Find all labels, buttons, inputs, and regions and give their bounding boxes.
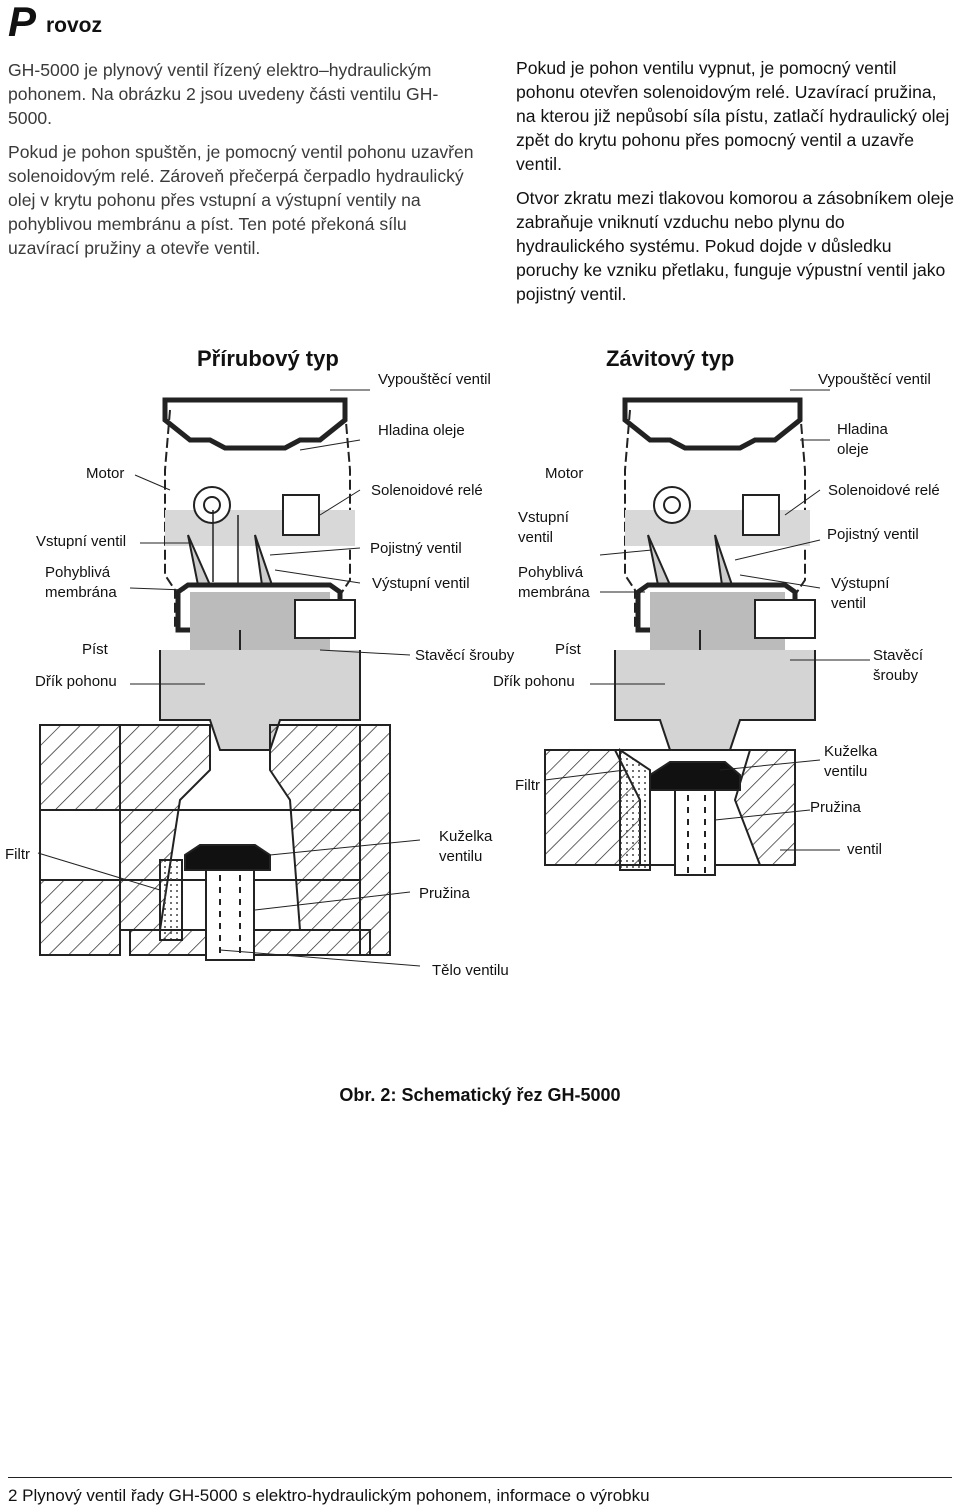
left-valve-body: [39, 724, 391, 961]
label-left-kuzelka: Kuželka ventilu: [439, 828, 493, 865]
figure-schematic: Přírubový typ Závitový typ Vypouštěcí ve…: [0, 330, 960, 1090]
label-left-solenoid: Solenoidové relé: [371, 482, 483, 499]
label-left-pojistny: Pojistný ventil: [370, 540, 462, 557]
left-column: GH-5000 je plynový ventil řízený elektro…: [8, 58, 478, 270]
label-left-vystupni: Výstupní ventil: [372, 575, 470, 592]
label-right-motor: Motor: [545, 465, 584, 482]
label-right-stavec: Stavěcí šrouby: [873, 647, 924, 684]
left-paragraph-1: GH-5000 je plynový ventil řízený elektro…: [8, 60, 439, 128]
label-left-filtr: Filtr: [5, 846, 30, 863]
right-paragraph-2: Otvor zkratu mezi tlakovou komorou a zás…: [516, 188, 955, 304]
label-right-ventil: ventil: [847, 841, 883, 858]
label-right-pohybliva: Pohyblivá membrána: [518, 564, 590, 601]
label-right-pruzina: Pružina: [810, 799, 861, 816]
label-left-pruzina: Pružina: [419, 885, 470, 902]
left-actuator: [159, 397, 361, 751]
right-column: Pokud je pohon ventilu vypnut, je pomocn…: [516, 56, 956, 316]
label-left-telo: Tělo ventilu: [432, 962, 509, 979]
label-right-hladina: Hladina oleje: [837, 421, 888, 458]
label-right-filtr: Filtr: [515, 777, 540, 794]
label-right-kuzelka: Kuželka ventilu: [824, 743, 878, 780]
leader-lines: [37, 389, 870, 967]
label-right-vypoustec: Vypouštěcí ventil: [818, 371, 931, 388]
heading-initial: P: [8, 0, 37, 45]
page-footer: 2 Plynový ventil řady GH-5000 s elektro-…: [8, 1486, 650, 1505]
label-left-drik: Dřík pohonu: [35, 673, 117, 690]
right-valve-body: [544, 748, 796, 876]
label-left-vstupni: Vstupní ventil: [36, 533, 127, 550]
label-right-vystupni: Výstupní ventil: [831, 575, 890, 612]
label-left-hladina: Hladina oleje: [378, 422, 465, 439]
footer-divider: [8, 1477, 952, 1478]
label-right-pist: Píst: [555, 641, 581, 658]
label-left-vypoustec: Vypouštěcí ventil: [378, 371, 491, 388]
label-right-pojistny: Pojistný ventil: [827, 526, 919, 543]
right-paragraph-1: Pokud je pohon ventilu vypnut, je pomocn…: [516, 58, 950, 174]
figure-caption: Obr. 2: Schematický řez GH-5000: [339, 1085, 621, 1105]
left-paragraph-2: Pokud je pohon spuštěn, je pomocný venti…: [8, 142, 474, 258]
label-right-vstupni: Vstupní ventil: [518, 509, 569, 546]
right-figure-title: Závitový typ: [606, 346, 735, 371]
right-actuator: [614, 397, 816, 751]
valve-drawing: [37, 389, 870, 967]
label-left-pohybliva: Pohyblivá membrána: [45, 564, 117, 601]
label-left-pist: Píst: [82, 641, 108, 658]
label-left-stavec: Stavěcí šrouby: [415, 647, 515, 664]
section-heading: P rovoz: [8, 0, 208, 45]
left-figure-title: Přírubový typ: [197, 346, 339, 371]
label-right-drik: Dřík pohonu: [493, 673, 575, 690]
label-right-solenoid: Solenoidové relé: [828, 482, 940, 499]
label-left-motor: Motor: [86, 465, 125, 482]
heading-rest: rovoz: [46, 14, 103, 37]
